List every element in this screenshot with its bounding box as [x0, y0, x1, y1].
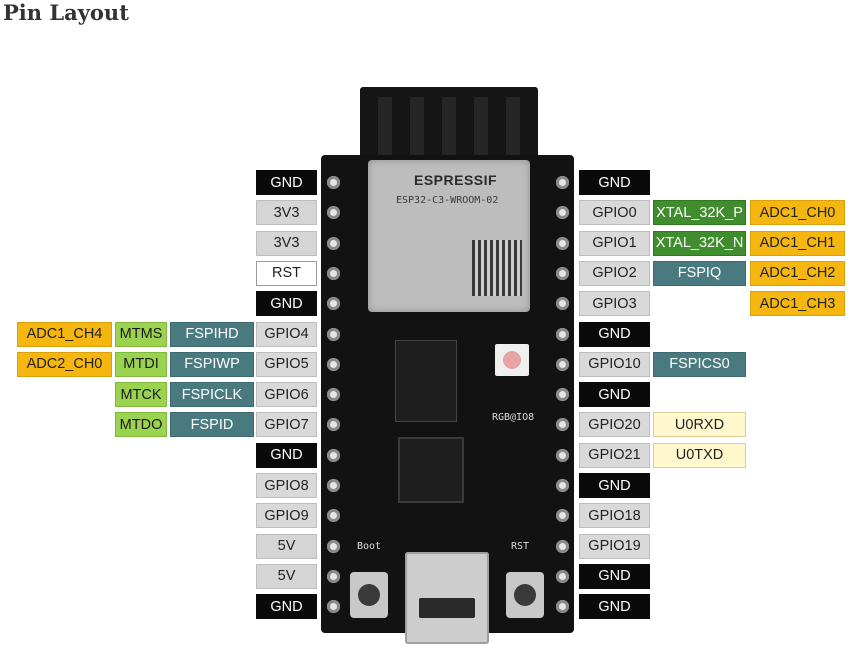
boot-button[interactable] [350, 572, 388, 618]
adc-function-label: ADC1_CH3 [750, 291, 845, 317]
pin-label-gnd: GND [256, 170, 317, 195]
header-pin-hole [327, 569, 340, 583]
header-pin-hole [556, 297, 569, 311]
uart-function-label: U0TXD [653, 442, 746, 468]
jtag-function-label: MTMS [115, 321, 167, 347]
pin-label-gnd: GND [579, 563, 650, 589]
pin-label-gpio8: GPIO8 [256, 473, 317, 498]
pin-label-gpio0: GPIO0 [579, 200, 650, 226]
adc-function-label: ADC1_CH1 [750, 230, 845, 256]
pin-label-gpio9: GPIO9 [256, 503, 317, 529]
header-pin-hole [327, 357, 340, 371]
header-pin-hole [556, 236, 569, 250]
pin-label-gnd: GND [579, 382, 650, 408]
xtal-function-label: XTAL_32K_P [653, 200, 746, 226]
boot-silk-label: Boot [357, 541, 382, 552]
header-pin-hole [327, 509, 340, 523]
header-pin-hole [556, 509, 569, 523]
spi-function-label: FSPICLK [170, 382, 254, 408]
header-pin-hole [327, 176, 340, 189]
jtag-function-label: MTCK [115, 382, 167, 408]
pin-label-gpio5: GPIO5 [256, 351, 317, 377]
spi-function-label: FSPICS0 [653, 351, 746, 377]
pin-label-gnd: GND [579, 321, 650, 347]
rgb-led-icon [495, 344, 529, 376]
page-title: Pin Layout [3, 0, 129, 25]
jtag-function-label: MTDO [115, 412, 167, 438]
reset-button[interactable] [506, 572, 544, 618]
adc-function-label: ADC2_CH0 [17, 351, 112, 377]
rgb-silk-label: RGB@IO8 [492, 412, 535, 423]
header-pin-hole [556, 418, 569, 432]
header-pin-hole [327, 388, 340, 402]
header-pin-hole [327, 600, 340, 614]
header-pin-hole [556, 357, 569, 371]
pin-label-gpio10: GPIO10 [579, 351, 650, 377]
adc-function-label: ADC1_CH0 [750, 200, 845, 226]
header-pin-hole [556, 569, 569, 583]
pin-label-5v: 5V [256, 563, 317, 589]
header-pin-hole [556, 176, 569, 189]
header-pin-hole [327, 236, 340, 250]
voltage-regulator [395, 340, 457, 422]
module-model: ESP32-C3-WROOM-02 [396, 195, 499, 206]
header-pin-hole [556, 266, 569, 280]
header-pin-hole [327, 448, 340, 462]
header-pin-hole [327, 418, 340, 432]
header-pin-hole [556, 448, 569, 462]
pin-label-3v3: 3V3 [256, 230, 317, 256]
header-pin-hole [327, 539, 340, 553]
pin-label-gpio7: GPIO7 [256, 412, 317, 438]
header-pin-hole [556, 388, 569, 402]
usb-bridge-chip [398, 437, 464, 503]
pin-label-gpio3: GPIO3 [579, 291, 650, 317]
antenna-area [360, 87, 538, 165]
micro-usb-port [405, 552, 489, 644]
header-pin-hole [556, 539, 569, 553]
qr-code-icon [472, 240, 522, 296]
pin-label-gpio1: GPIO1 [579, 230, 650, 256]
header-pin-hole [556, 600, 569, 614]
header-pin-hole [327, 266, 340, 280]
jtag-function-label: MTDI [115, 351, 167, 377]
spi-function-label: FSPIQ [653, 260, 746, 286]
xtal-function-label: XTAL_32K_N [653, 230, 746, 256]
pin-label-gpio18: GPIO18 [579, 503, 650, 529]
spi-function-label: FSPID [170, 412, 254, 438]
wroom-module: ESPRESSIF ESP32-C3-WROOM-02 [368, 160, 530, 312]
pin-label-gpio4: GPIO4 [256, 321, 317, 347]
header-pin-hole [327, 206, 340, 220]
pin-label-gpio19: GPIO19 [579, 533, 650, 559]
spi-function-label: FSPIHD [170, 321, 254, 347]
pin-label-rst: RST [256, 260, 317, 286]
uart-function-label: U0RXD [653, 412, 746, 438]
pin-label-gpio2: GPIO2 [579, 260, 650, 286]
header-pin-hole [327, 327, 340, 341]
adc-function-label: ADC1_CH4 [17, 321, 112, 347]
pin-label-gnd: GND [579, 473, 650, 498]
pin-label-gnd: GND [579, 170, 650, 195]
spi-function-label: FSPIWP [170, 351, 254, 377]
rst-silk-label: RST [511, 541, 530, 552]
module-brand: ESPRESSIF [414, 172, 498, 188]
header-pin-hole [556, 206, 569, 220]
pin-label-gpio21: GPIO21 [579, 442, 650, 468]
pin-label-5v: 5V [256, 533, 317, 559]
pin-label-gnd: GND [256, 594, 317, 620]
pin-label-gnd: GND [256, 442, 317, 468]
pin-label-gpio20: GPIO20 [579, 412, 650, 438]
pin-label-gpio6: GPIO6 [256, 382, 317, 408]
pin-label-gnd: GND [256, 291, 317, 317]
header-pin-hole [556, 479, 569, 492]
pin-label-3v3: 3V3 [256, 200, 317, 226]
header-pin-hole [327, 479, 340, 492]
header-pin-hole [327, 297, 340, 311]
header-pin-hole [556, 327, 569, 341]
pin-label-gnd: GND [579, 594, 650, 620]
adc-function-label: ADC1_CH2 [750, 260, 845, 286]
